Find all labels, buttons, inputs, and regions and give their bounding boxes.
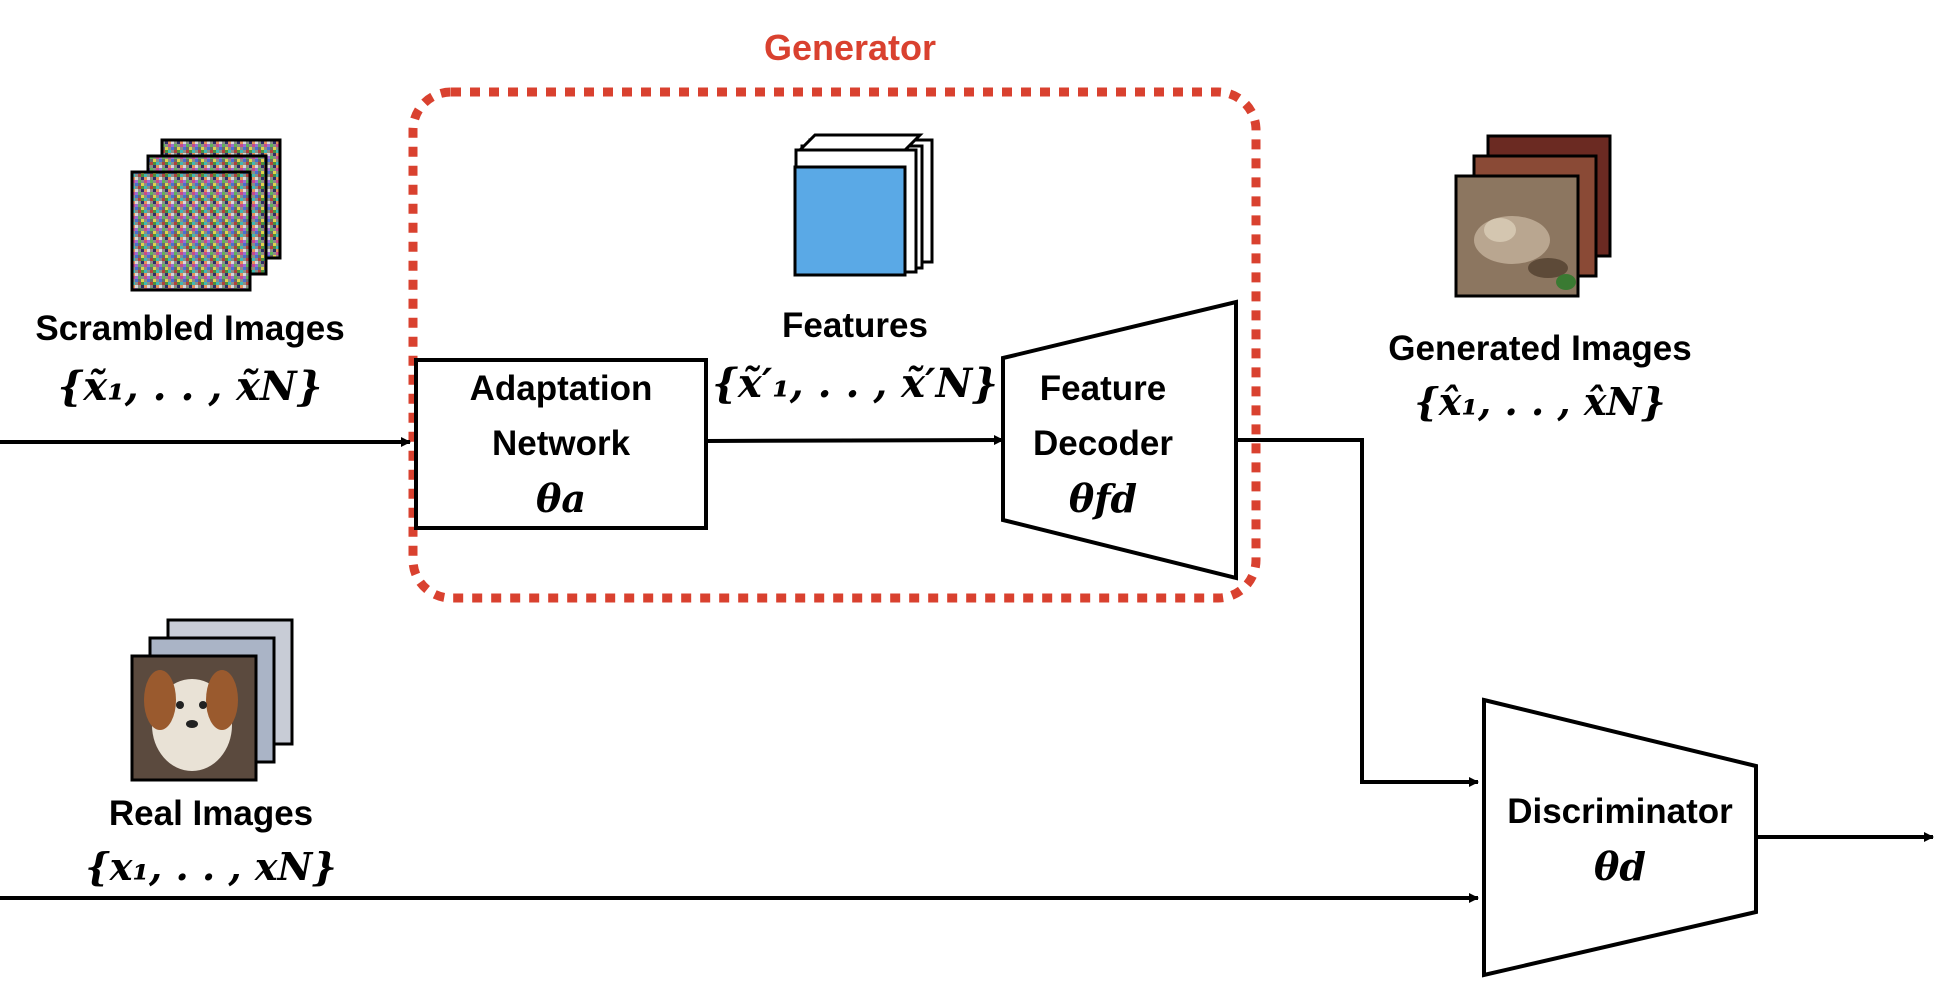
real-images-label: Real Images <box>109 794 313 833</box>
features-label: Features <box>782 306 928 345</box>
generated-to-discriminator-arrow <box>1236 438 1479 787</box>
scrambled-images-label: Scrambled Images <box>35 309 344 348</box>
frog-image-stack-icon <box>1454 134 1612 298</box>
adaptation-network-line1: Adaptation <box>470 369 653 408</box>
discriminator-param: θd <box>1594 844 1646 889</box>
dog-image-stack-icon <box>130 618 294 782</box>
adaptation-network-box <box>414 358 708 530</box>
noise-image-stack-icon <box>130 138 282 292</box>
feature-decoder-shape <box>1001 299 1238 581</box>
adaptation-network-line2: Network <box>492 424 631 463</box>
generator-title: Generator <box>764 27 936 68</box>
features-set: {x̃′₁, . . , x̃′N} <box>712 360 998 407</box>
feature-decoder-line2: Decoder <box>1033 424 1173 463</box>
generated-images-label: Generated Images <box>1388 329 1691 368</box>
generator-boundary <box>408 87 1261 603</box>
discriminator-label: Discriminator <box>1507 792 1733 831</box>
adaptation-network-param: θa <box>536 476 586 521</box>
features-arrow <box>705 435 1004 446</box>
feature-decoder-param: θfd <box>1069 476 1137 521</box>
discriminator-shape <box>1482 697 1758 978</box>
generated-images-set: {x̂₁, . . , x̂N} <box>1414 379 1665 424</box>
feature-cube-icon <box>793 133 934 277</box>
scrambled-images-set: {x̃₁, . . , x̃N} <box>58 363 323 410</box>
feature-decoder-line1: Feature <box>1040 369 1166 408</box>
real-images-set: {x₁, . . , xN} <box>85 844 336 889</box>
